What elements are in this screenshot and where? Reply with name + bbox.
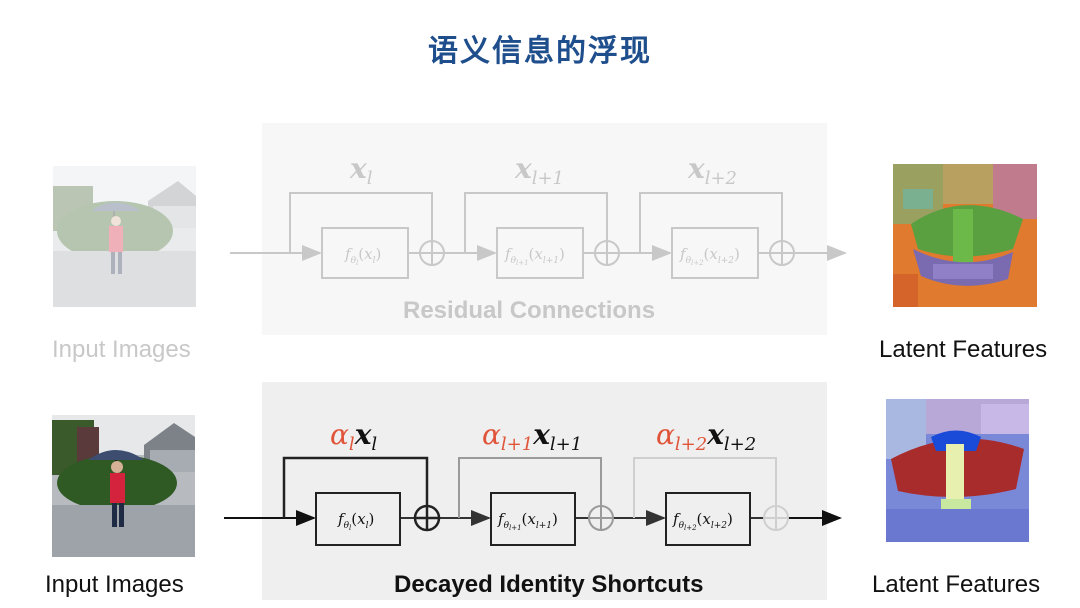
top-block-3-formula: fθl+2(xl+2): [679, 245, 740, 267]
top-skip-2: [464, 192, 608, 253]
top-skip-label-3: xl+2: [687, 152, 737, 189]
decayed-panel: [262, 382, 827, 600]
input-image-bottom: [52, 415, 195, 557]
top-skip-1: [289, 192, 433, 253]
output-label-bottom: Latent Features: [872, 571, 1041, 598]
bottom-add-1: [413, 504, 441, 532]
latent-feature-top: [893, 164, 1037, 307]
bottom-block-2-formula: fθl+1(xl+1): [497, 510, 558, 532]
bottom-skip-2: [458, 457, 602, 518]
bottom-block-2: [490, 492, 576, 546]
input-image-top: [53, 166, 196, 307]
slide-title: 语义信息的浮现: [428, 34, 652, 69]
top-add-3: [769, 240, 795, 266]
top-block-2: [496, 227, 584, 279]
top-block-2-formula: fθl+1(xl+1): [504, 245, 565, 267]
bottom-add-2: [588, 505, 614, 531]
bottom-block-1-formula: fθl(xl): [337, 510, 374, 532]
bottom-block-3-formula: fθl+2(xl+2): [672, 510, 733, 532]
top-skip-3: [639, 192, 783, 253]
residual-flow: [230, 192, 847, 279]
latent-feature-bottom: [886, 399, 1029, 542]
input-label-bottom: Input Images: [45, 571, 184, 598]
top-add-1: [419, 240, 445, 266]
top-block-1: [321, 227, 409, 279]
bottom-block-1: [315, 492, 401, 546]
decayed-caption: Decayed Identity Shortcuts: [394, 571, 704, 598]
top-skip-label-2: xl+1: [514, 152, 564, 189]
top-add-2: [594, 240, 620, 266]
output-label-top: Latent Features: [879, 336, 1048, 363]
bottom-skip-label-2: αl+1xl+1: [482, 418, 582, 455]
bottom-skip-1: [282, 456, 429, 518]
bottom-add-3: [763, 505, 789, 531]
bottom-skip-label-3: αl+2xl+2: [656, 418, 756, 455]
top-block-1-formula: fθl(xl): [344, 245, 381, 267]
top-skip-label-1: xl: [349, 152, 373, 189]
bottom-skip-label-1: αlxl: [330, 418, 377, 455]
bottom-skip-3: [633, 457, 777, 518]
residual-caption: Residual Connections: [403, 297, 656, 324]
input-label-top: Input Images: [52, 336, 191, 363]
bottom-block-3: [665, 492, 751, 546]
decayed-flow: [224, 456, 842, 546]
top-block-3: [671, 227, 759, 279]
